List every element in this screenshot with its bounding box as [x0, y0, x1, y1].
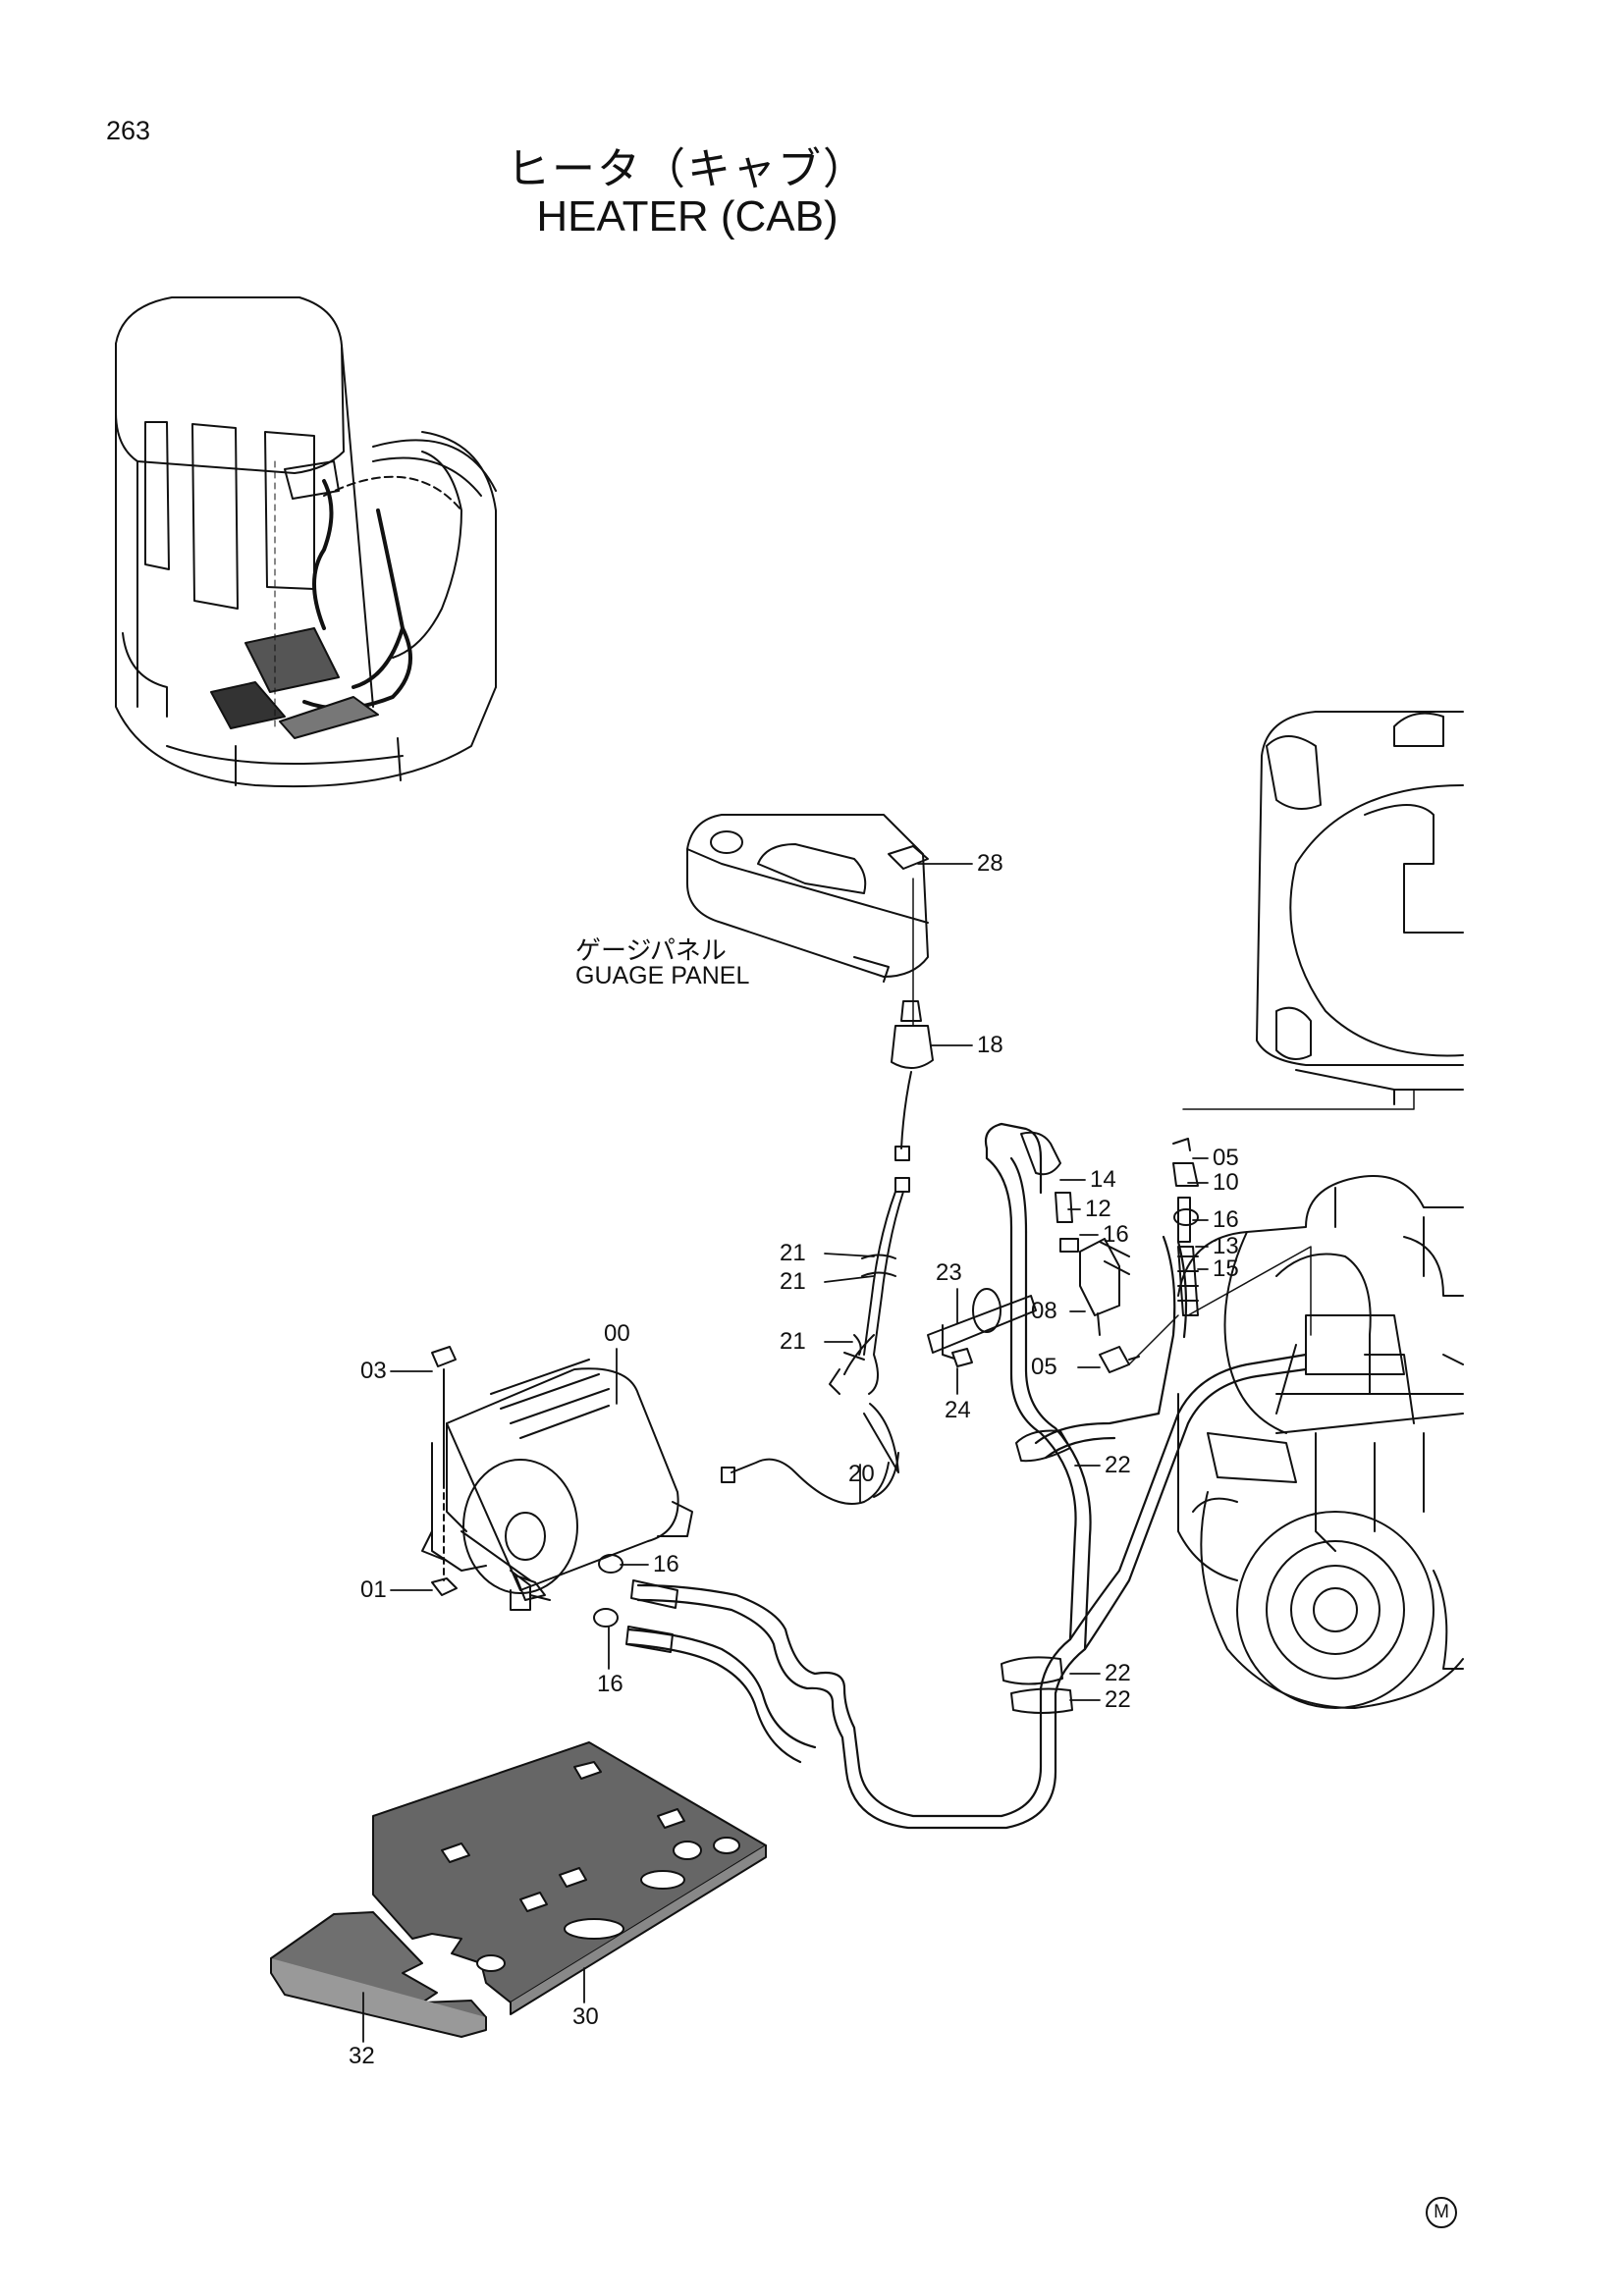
valve-fittings-illustration [1059, 1089, 1415, 1373]
callout-05-upper: 05 [1213, 1145, 1239, 1171]
callout-01: 01 [360, 1576, 387, 1603]
engine-assembly-illustration [1177, 711, 1464, 1709]
floor-mat-illustration [270, 1741, 767, 2038]
callout-21-bottom: 21 [780, 1328, 806, 1355]
page-title: HEATER (CAB) [536, 192, 839, 240]
callout-15: 15 [1213, 1255, 1239, 1282]
callout-32: 32 [349, 2043, 375, 2069]
callout-16-valve: 16 [1103, 1221, 1129, 1248]
callout-16-hose: 16 [597, 1671, 623, 1697]
heater-hoses-illustration [626, 1122, 1308, 1830]
heater-unit-illustration [421, 1359, 693, 1611]
m-mark: M [1426, 2197, 1457, 2228]
callout-14: 14 [1090, 1166, 1116, 1193]
callout-22-middle: 22 [1105, 1660, 1131, 1686]
gauge-panel-label-japanese: ゲージパネル [575, 936, 727, 966]
callout-16-fitting: 16 [1213, 1206, 1239, 1233]
bolt-and-washer-illustration [431, 1346, 546, 1601]
callout-08: 08 [1031, 1298, 1057, 1324]
callout-03: 03 [360, 1358, 387, 1384]
callout-18: 18 [977, 1032, 1003, 1058]
callout-22-upper: 22 [1105, 1452, 1131, 1478]
callout-21-top: 21 [780, 1240, 806, 1266]
callout-20: 20 [848, 1461, 875, 1487]
page-number: 263 [106, 116, 151, 145]
callout-05-lower: 05 [1031, 1354, 1057, 1380]
heater-switch-illustration [721, 1000, 934, 1505]
callout-30: 30 [572, 2003, 599, 2030]
callout-10: 10 [1213, 1169, 1239, 1196]
cab-overview-illustration [115, 296, 497, 788]
hose-clamp-22-illustration [1001, 1429, 1073, 1714]
hose-fittings-illustration [625, 1131, 1073, 1653]
page-title-japanese: ヒータ（キャブ） [507, 144, 868, 194]
callout-24: 24 [945, 1397, 971, 1423]
callout-16-heater: 16 [653, 1551, 679, 1577]
callout-13: 13 [1213, 1233, 1239, 1259]
bracket-illustration [927, 1288, 1037, 1367]
callout-00: 00 [604, 1320, 630, 1347]
gauge-panel-label: GUAGE PANEL [575, 962, 750, 989]
callout-22-lower: 22 [1105, 1686, 1131, 1713]
callout-leader-lines [362, 863, 1209, 2043]
gauge-panel-illustration [686, 814, 929, 1027]
callout-23: 23 [936, 1259, 962, 1286]
hose-clamp-illustration [593, 1554, 623, 1628]
callout-12: 12 [1085, 1196, 1111, 1222]
callout-28: 28 [977, 850, 1003, 877]
callout-21-middle: 21 [780, 1268, 806, 1295]
